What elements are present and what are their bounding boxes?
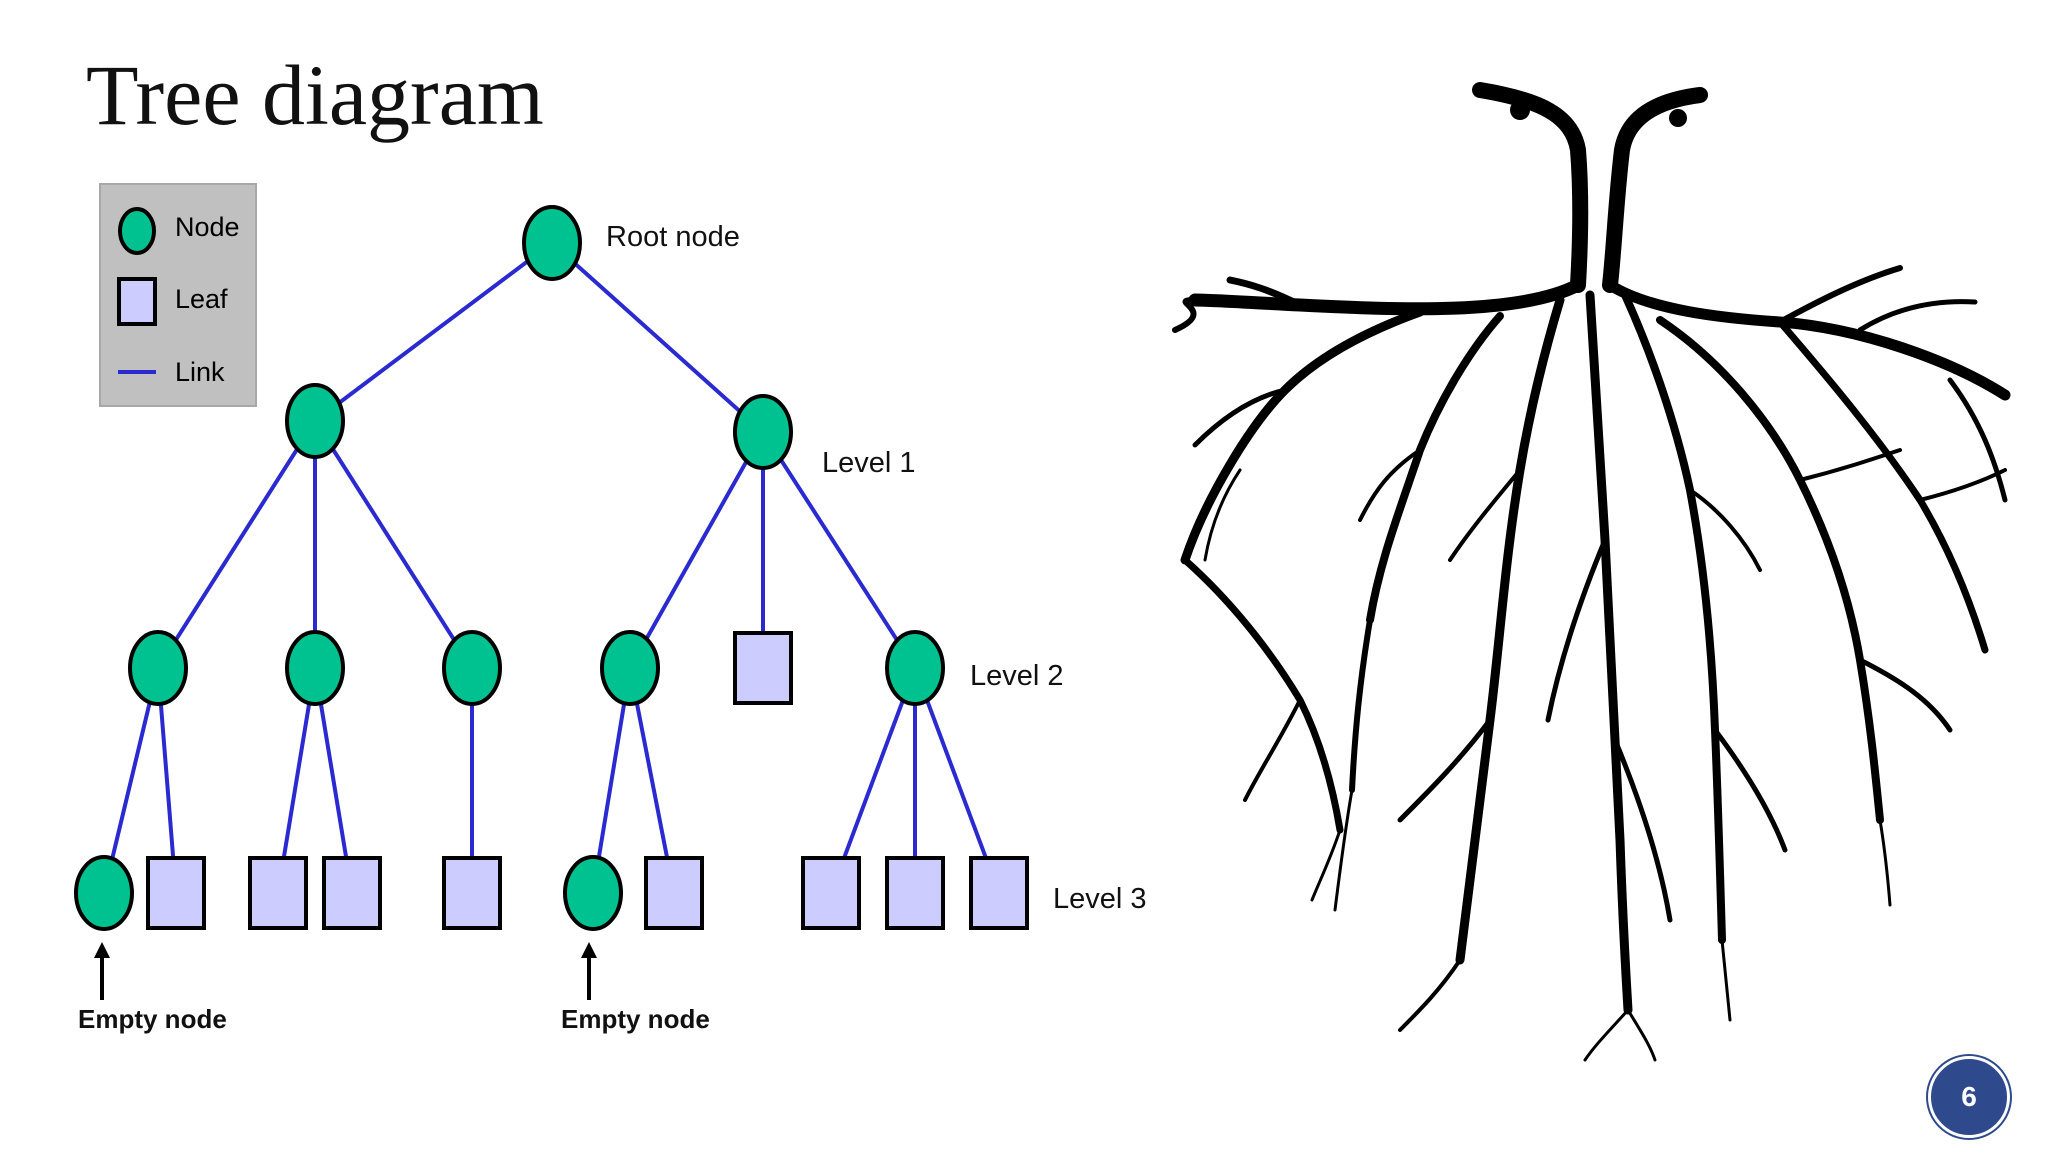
- leaves: [146, 631, 1029, 930]
- link: [550, 241, 765, 434]
- slide-title: Tree diagram: [86, 47, 544, 143]
- link: [313, 419, 474, 670]
- legend-node-label: Node: [175, 212, 240, 242]
- legend-leaf-icon: [117, 277, 157, 326]
- root-node: [522, 205, 582, 281]
- empty-node-arrow-left: [94, 942, 110, 1000]
- leaf: [969, 856, 1029, 930]
- link: [913, 667, 1001, 894]
- link: [313, 667, 354, 894]
- legend-node-icon: [118, 207, 156, 255]
- link: [628, 431, 765, 669]
- legend-link-label: Link: [175, 357, 225, 387]
- link: [591, 667, 632, 894]
- leaf: [442, 856, 502, 930]
- empty-node: [563, 855, 623, 931]
- page-number-badge: 6: [1928, 1056, 2010, 1138]
- link: [156, 419, 317, 670]
- leaf: [733, 631, 793, 705]
- empty-node-label-left: Empty node: [78, 1004, 227, 1034]
- leaf: [248, 856, 308, 930]
- level1-label: Level 1: [822, 447, 916, 479]
- level2-node: [285, 630, 345, 706]
- level2-node: [885, 630, 945, 706]
- root-node-label: Root node: [606, 221, 740, 253]
- link: [276, 667, 317, 894]
- level2-node: [442, 630, 502, 706]
- leaf: [644, 856, 704, 930]
- empty-node: [74, 855, 134, 931]
- empty-node-label-right: Empty node: [561, 1004, 710, 1034]
- leaf: [322, 856, 382, 930]
- level1-node: [285, 383, 345, 459]
- link: [761, 430, 917, 670]
- link: [829, 667, 917, 894]
- nodes: [74, 205, 945, 931]
- empty-node-arrow-right: [581, 942, 597, 1000]
- tree-diagram: Node Leaf Link: [74, 183, 1147, 1034]
- leaf: [801, 856, 861, 930]
- legend: Node Leaf Link: [99, 183, 257, 407]
- level2-node: [128, 630, 188, 706]
- level3-label: Level 3: [1053, 883, 1147, 915]
- leaf: [885, 856, 945, 930]
- level2-node: [600, 630, 660, 706]
- roots-illustration: [1172, 82, 2011, 1062]
- link: [102, 667, 160, 894]
- link: [628, 667, 676, 894]
- leaf: [146, 856, 206, 930]
- legend-leaf-label: Leaf: [175, 284, 228, 314]
- level2-label: Level 2: [970, 660, 1064, 692]
- level1-node: [733, 394, 793, 470]
- link: [313, 241, 554, 423]
